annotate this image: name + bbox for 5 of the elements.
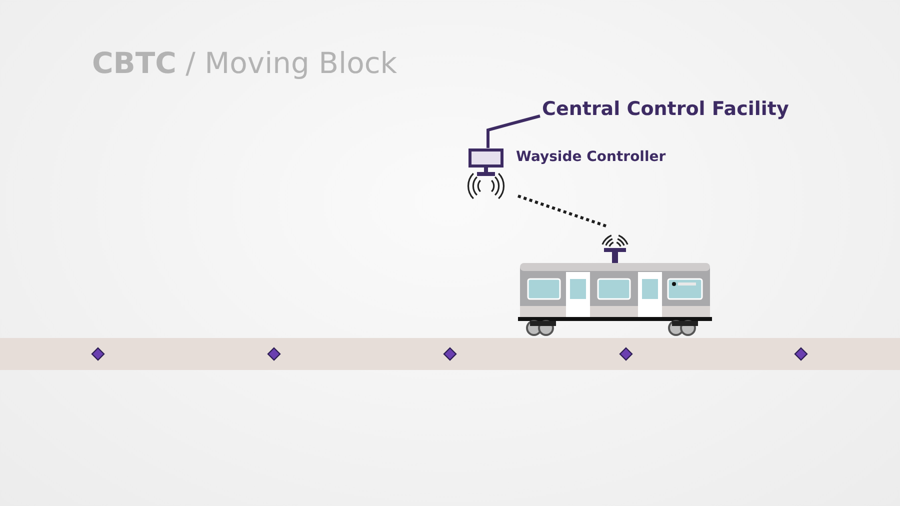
device-label: Wayside Controller: [516, 149, 666, 165]
signal-line: [518, 194, 606, 228]
title: CBTC / Moving Block: [92, 46, 398, 80]
connector-line: [486, 114, 540, 148]
facility-label: Central Control Facility: [542, 98, 789, 120]
